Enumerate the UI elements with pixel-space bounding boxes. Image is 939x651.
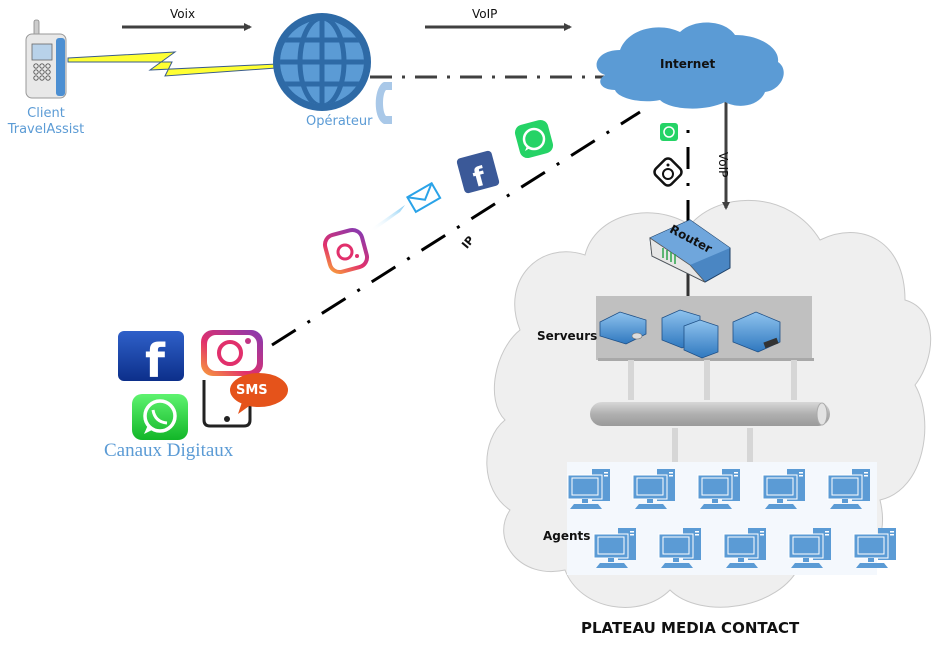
email-icon bbox=[372, 181, 442, 232]
location-pin-icon bbox=[653, 157, 683, 187]
agent-workstation-icon bbox=[696, 467, 746, 509]
server-icon bbox=[599, 311, 647, 345]
client-label-line2: TravelAssist bbox=[7, 122, 85, 137]
agent-workstation-icon bbox=[761, 467, 811, 509]
servers-label: Serveurs bbox=[537, 329, 598, 343]
whatsapp-small-icon bbox=[660, 123, 678, 141]
voice-label: Voix bbox=[170, 7, 196, 21]
sms-badge-label: SMS bbox=[236, 383, 268, 398]
connector bbox=[747, 428, 753, 462]
connector bbox=[628, 360, 634, 400]
agent-workstation-icon bbox=[852, 526, 902, 568]
agents-label: Agents bbox=[543, 529, 591, 543]
diagram-title: PLATEAU MEDIA CONTACT bbox=[581, 619, 800, 637]
digital-channels-label: Canaux Digitaux bbox=[104, 440, 234, 461]
agent-workstation-icon bbox=[631, 467, 681, 509]
sms-bubble-icon bbox=[230, 373, 288, 414]
internet-label: Internet bbox=[660, 57, 716, 71]
whatsapp-icon bbox=[514, 119, 554, 159]
instagram-large-icon bbox=[201, 330, 263, 376]
agent-workstation-icon bbox=[722, 526, 772, 568]
internet-cloud-icon bbox=[596, 22, 784, 109]
client-label-line1: Client bbox=[27, 106, 65, 121]
connector bbox=[704, 360, 710, 400]
facebook-large-icon: f bbox=[118, 331, 184, 388]
svg-text:f: f bbox=[145, 334, 166, 388]
connector bbox=[791, 360, 797, 400]
agent-workstation-icon bbox=[566, 467, 616, 509]
network-bus bbox=[590, 402, 830, 426]
voip-down-label: VoIP bbox=[716, 152, 730, 178]
server-cluster-icon bbox=[661, 309, 719, 359]
connector bbox=[672, 428, 678, 462]
smartphone-icon bbox=[202, 380, 252, 428]
server-tower-icon bbox=[732, 311, 781, 353]
client-label: Client TravelAssist bbox=[0, 106, 92, 138]
operator-label: Opérateur bbox=[306, 114, 373, 129]
ip-link bbox=[271, 110, 641, 347]
agent-workstation-icon bbox=[657, 526, 707, 568]
globe-icon bbox=[273, 13, 371, 111]
phone-handset-icon bbox=[375, 82, 392, 124]
facebook-icon: f bbox=[456, 150, 500, 194]
instagram-icon bbox=[322, 227, 370, 275]
router-icon bbox=[649, 219, 731, 283]
wireless-link bbox=[67, 51, 278, 77]
agent-workstation-icon bbox=[592, 526, 642, 568]
mobile-phone-icon bbox=[25, 19, 67, 99]
agent-workstation-icon bbox=[826, 467, 876, 509]
whatsapp-large-icon bbox=[132, 394, 188, 440]
voip-top-label: VoIP bbox=[472, 7, 498, 21]
agent-workstation-icon bbox=[787, 526, 837, 568]
